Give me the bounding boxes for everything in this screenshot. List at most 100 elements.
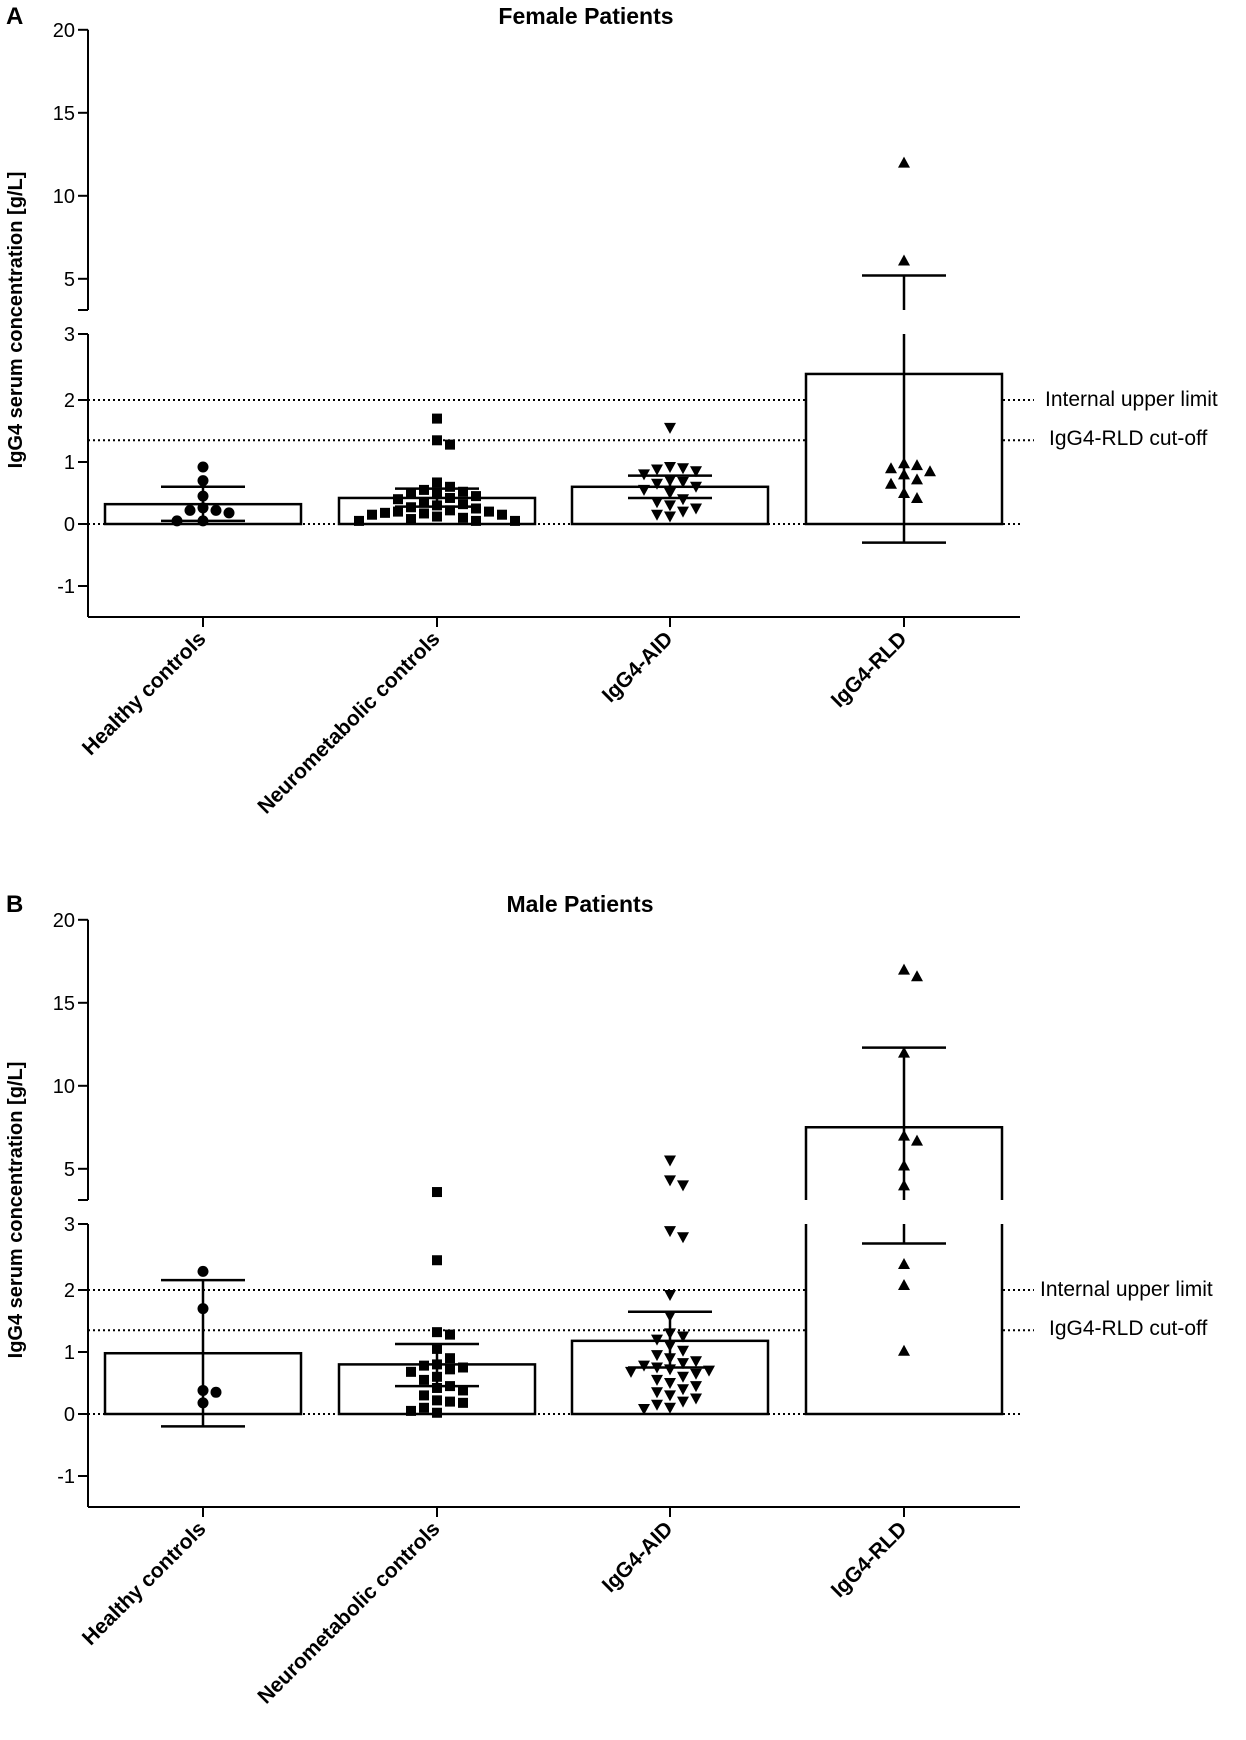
y-tick-label: 1	[64, 1342, 75, 1364]
data-point	[432, 1343, 442, 1354]
data-point	[677, 1371, 689, 1383]
data-point	[664, 1226, 676, 1238]
data-point	[197, 475, 209, 487]
data-point	[458, 1362, 468, 1373]
data-point	[197, 1303, 209, 1315]
data-point	[419, 1402, 429, 1413]
data-point	[664, 488, 676, 499]
data-point	[664, 1390, 676, 1402]
y-axis-label: IgG4 serum concentration [g/L]	[5, 1062, 27, 1359]
data-point	[445, 481, 455, 492]
y-tick-label: 3	[64, 324, 75, 346]
data-point	[911, 459, 923, 471]
data-point	[432, 500, 442, 511]
data-point	[406, 1405, 416, 1416]
panel-male: B Male Patients IgG4 serum concentration…	[5, 891, 1213, 1708]
data-point	[898, 1344, 910, 1356]
data-point	[690, 481, 702, 493]
data-point	[471, 503, 481, 514]
category-label: Neurometabolic controls	[253, 627, 444, 818]
data-point	[510, 515, 520, 526]
data-point	[458, 1397, 468, 1408]
data-point	[664, 1175, 676, 1187]
data-point	[690, 466, 702, 478]
data-point	[432, 1395, 442, 1406]
data-point	[638, 484, 650, 496]
data-point	[898, 156, 910, 168]
y-tick-label: 10	[53, 1076, 75, 1098]
data-point	[393, 494, 403, 505]
y-tick-label: 2	[64, 390, 75, 412]
data-point	[651, 1334, 663, 1346]
data-point	[885, 462, 897, 474]
data-point	[677, 494, 689, 506]
data-point	[898, 487, 910, 498]
data-point	[432, 1382, 442, 1393]
y-tick-label: 1	[64, 452, 75, 474]
data-point	[638, 1404, 650, 1416]
data-point	[651, 478, 663, 490]
data-point	[184, 504, 196, 516]
data-point	[419, 1390, 429, 1401]
data-point	[432, 413, 442, 424]
error-bar	[862, 274, 946, 544]
data-point	[898, 1179, 910, 1191]
data-point	[432, 1407, 442, 1418]
data-point	[677, 476, 689, 488]
data-point	[458, 512, 468, 523]
data-point	[432, 1327, 442, 1338]
chart-title: Male Patients	[507, 891, 654, 917]
y-tick-label: 20	[53, 910, 75, 932]
data-point	[445, 492, 455, 503]
data-point	[898, 468, 910, 480]
data-point	[911, 491, 923, 503]
data-point	[664, 511, 676, 523]
data-point	[445, 1381, 455, 1392]
data-point	[471, 491, 481, 502]
data-point	[677, 1358, 689, 1370]
data-point	[677, 1384, 689, 1396]
data-point	[197, 1397, 209, 1409]
data-point	[445, 1364, 455, 1375]
data-point	[690, 503, 702, 515]
data-point	[651, 1362, 663, 1374]
data-point	[664, 1364, 676, 1376]
panel-label: A	[6, 3, 23, 30]
data-point	[664, 1402, 676, 1414]
data-point	[690, 1356, 702, 1368]
data-point	[197, 490, 209, 502]
category-label: IgG4-RLD	[827, 627, 912, 712]
data-point	[651, 497, 663, 509]
data-point	[419, 1360, 429, 1371]
data-point	[664, 475, 676, 487]
data-point	[690, 1381, 702, 1393]
chart-title: Female Patients	[498, 3, 673, 29]
data-point	[471, 515, 481, 526]
data-point	[924, 465, 936, 477]
data-point	[898, 1046, 910, 1058]
data-point	[898, 1129, 910, 1141]
y-tick-label: 5	[64, 1159, 75, 1181]
data-point	[664, 1289, 676, 1301]
data-point	[197, 1265, 209, 1277]
data-point	[419, 497, 429, 508]
data-point	[210, 1386, 222, 1398]
data-point	[664, 1328, 676, 1340]
data-point	[419, 508, 429, 519]
data-point	[458, 499, 468, 510]
data-point	[406, 502, 416, 513]
y-tick-label: 0	[64, 1404, 75, 1426]
data-point	[664, 422, 676, 434]
data-point	[677, 1345, 689, 1357]
data-point	[911, 970, 923, 982]
panel-female: A Female Patients IgG4 serum concentrati…	[5, 3, 1218, 818]
data-point	[445, 1329, 455, 1340]
data-point	[677, 1331, 689, 1343]
panel-label: B	[6, 891, 23, 918]
category-label: IgG4-RLD	[827, 1517, 912, 1602]
data-point	[690, 1393, 702, 1405]
data-point	[664, 461, 676, 473]
data-point	[406, 1366, 416, 1377]
data-point	[419, 1374, 429, 1385]
data-point	[898, 457, 910, 469]
